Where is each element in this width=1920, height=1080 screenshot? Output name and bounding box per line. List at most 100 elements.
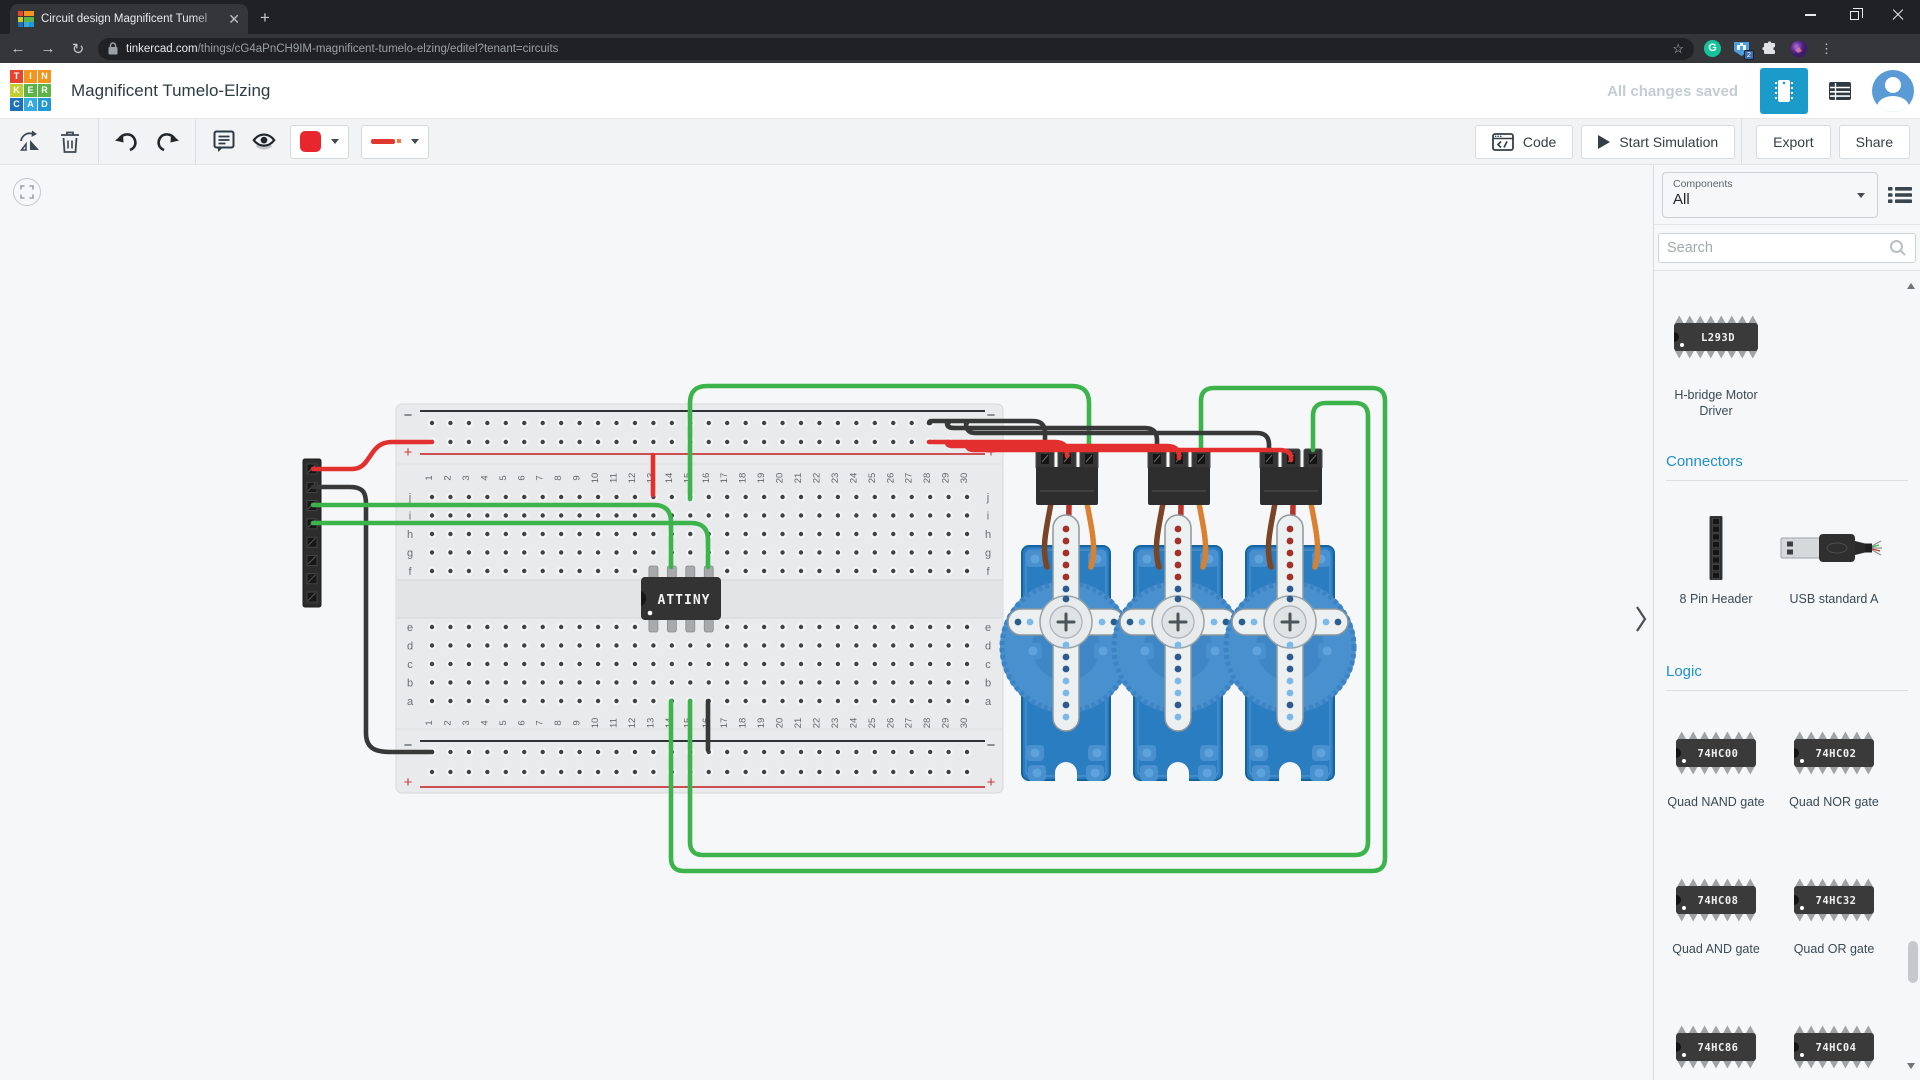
component-list-view-button[interactable]: [1816, 68, 1864, 114]
extensions-puzzle-icon[interactable]: [1762, 40, 1778, 57]
sidebar-collapse-handle[interactable]: [1635, 605, 1647, 638]
chevron-down-icon: [331, 139, 339, 144]
scroll-up-icon[interactable]: [1907, 283, 1915, 289]
svg-text:23: 23: [830, 718, 841, 729]
component-card[interactable]: [1657, 516, 1775, 580]
browser-tab[interactable]: Circuit design Magnificent Tumel ✕: [10, 4, 248, 34]
logo-cell: [23, 11, 29, 16]
servo-motor-2[interactable]: [1111, 448, 1245, 784]
wire[interactable]: [687, 383, 1092, 502]
svg-text:24: 24: [848, 718, 859, 729]
svg-text:27: 27: [904, 473, 915, 484]
visibility-button[interactable]: [251, 129, 277, 155]
reload-button[interactable]: ↻: [71, 40, 85, 58]
logo-cell: T: [10, 70, 23, 83]
search-input[interactable]: [1667, 239, 1889, 256]
wire-style-dropdown[interactable]: [361, 124, 429, 159]
grammarly-extension-icon[interactable]: G: [1704, 40, 1721, 57]
svg-text:−: −: [987, 737, 996, 754]
start-simulation-button[interactable]: Start Simulation: [1581, 124, 1736, 159]
logo-cell: R: [38, 84, 51, 97]
components-filter-dropdown[interactable]: Components All: [1662, 171, 1878, 218]
attiny-chip[interactable]: ATTINY: [641, 565, 721, 633]
component-search[interactable]: [1658, 232, 1916, 263]
eye-icon: [252, 132, 276, 150]
svg-text:9: 9: [572, 475, 583, 480]
redo-button[interactable]: [154, 129, 180, 155]
wire[interactable]: [944, 420, 1160, 455]
browser-address-bar: ← → ↻ tinkercad.com/things/cG4aPnCH9IM-m…: [0, 34, 1920, 63]
logo-cell: C: [10, 98, 23, 111]
component-caption: Quad NOR gate: [1789, 795, 1879, 809]
toolbar-divider: [98, 118, 99, 165]
scroll-down-icon[interactable]: [1907, 1063, 1915, 1069]
circuit-view-button[interactable]: [1760, 68, 1808, 114]
browser-menu-icon[interactable]: ⋮: [1820, 40, 1833, 56]
component-color-dropdown[interactable]: [290, 124, 349, 159]
malwarebytes-extension-icon[interactable]: 2: [1733, 40, 1754, 60]
back-button[interactable]: ←: [10, 40, 26, 57]
component-card[interactable]: 74HC08: [1657, 877, 1775, 923]
rotate-button[interactable]: [17, 129, 43, 155]
component-card[interactable]: 74HC02: [1775, 730, 1893, 776]
wire[interactable]: [310, 520, 711, 570]
component-card[interactable]: 74HC32: [1775, 877, 1893, 923]
chevron-down-icon: [411, 139, 419, 144]
svg-text:29: 29: [941, 718, 952, 729]
delete-button[interactable]: [57, 129, 83, 155]
undo-icon: [115, 132, 137, 151]
svg-text:20: 20: [775, 718, 786, 729]
start-simulation-label: Start Simulation: [1619, 133, 1719, 150]
wire[interactable]: [310, 439, 435, 472]
zoom-to-fit-button[interactable]: [13, 178, 41, 206]
trash-icon: [61, 131, 79, 153]
url-field[interactable]: tinkercad.com/things/cG4aPnCH9IM-magnifi…: [98, 37, 1694, 60]
component-card[interactable]: 74HC00: [1657, 730, 1775, 776]
chip-graphic: 74HC86: [1676, 1025, 1756, 1069]
component-card[interactable]: 74HC86: [1657, 1024, 1775, 1070]
pin-header-graphic: [1709, 516, 1723, 580]
window-minimize-button[interactable]: [1788, 0, 1832, 30]
zoom-fit-icon: [20, 185, 34, 199]
window-restore-button[interactable]: [1832, 0, 1876, 30]
window-close-button[interactable]: [1876, 0, 1920, 30]
svg-text:16: 16: [701, 473, 712, 484]
undo-button[interactable]: [114, 129, 140, 155]
svg-text:d: d: [407, 641, 413, 653]
pin-header-8[interactable]: [302, 458, 322, 608]
wire[interactable]: [310, 484, 435, 755]
list-view-toggle-icon[interactable]: [1888, 185, 1912, 205]
tab-close-icon[interactable]: ✕: [228, 11, 240, 27]
wire[interactable]: [944, 439, 1182, 461]
servo-motor-1[interactable]: [999, 448, 1133, 784]
wire[interactable]: [687, 400, 1371, 858]
svg-text:21: 21: [793, 718, 804, 729]
svg-text:f: f: [986, 566, 990, 578]
notes-button[interactable]: [211, 129, 237, 155]
wire-style-preview: [371, 138, 401, 145]
new-tab-button[interactable]: +: [260, 8, 270, 27]
profile-extension-icon[interactable]: [1790, 40, 1808, 58]
component-card[interactable]: L293D: [1657, 314, 1775, 360]
svg-text:20: 20: [775, 473, 786, 484]
svg-text:+: +: [987, 444, 996, 461]
wire[interactable]: [963, 420, 1272, 455]
component-card[interactable]: 74HC04: [1775, 1024, 1893, 1070]
share-button[interactable]: Share: [1838, 124, 1910, 159]
bookmark-star-icon[interactable]: ☆: [1672, 40, 1684, 56]
usb-graphic: [1780, 534, 1882, 562]
forward-button[interactable]: →: [40, 40, 56, 57]
export-button[interactable]: Export: [1756, 124, 1831, 159]
svg-text:14: 14: [664, 473, 675, 484]
servo-motor-3[interactable]: [1223, 448, 1357, 784]
user-avatar[interactable]: [1872, 70, 1914, 112]
wire[interactable]: [963, 439, 1294, 463]
svg-text:12: 12: [627, 718, 638, 729]
sidebar-scrollbar[interactable]: [1908, 941, 1918, 983]
code-button[interactable]: Code: [1474, 124, 1574, 159]
browser-window: Circuit design Magnificent Tumel ✕ + ← →…: [0, 0, 1920, 63]
wire[interactable]: [668, 385, 1388, 874]
component-card[interactable]: [1775, 533, 1893, 563]
